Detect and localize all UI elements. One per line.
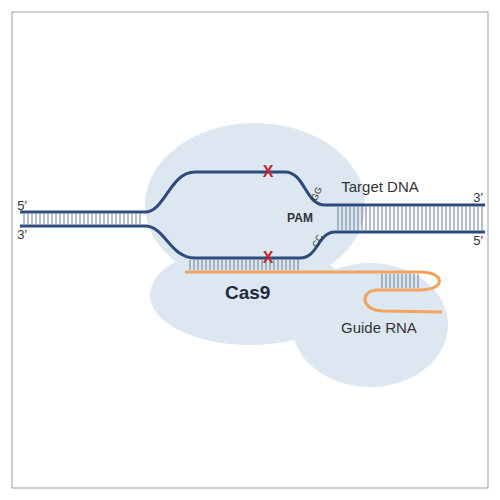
base-pair [88, 214, 89, 224]
strand-end: 5′ [17, 199, 27, 212]
base-pair [36, 214, 37, 224]
base-pair [450, 207, 451, 230]
blob-lobe [292, 263, 448, 387]
strand-end: 3′ [473, 191, 483, 204]
base-pair [116, 214, 117, 224]
base-pair [378, 207, 379, 230]
base-pair [438, 207, 439, 230]
base-pair [96, 214, 97, 224]
base-pair [366, 207, 367, 230]
base-pair [402, 207, 403, 230]
base-pair [482, 207, 483, 230]
base-pair [466, 207, 467, 230]
base-pair [446, 207, 447, 230]
base-pair [462, 207, 463, 230]
base-pair [80, 214, 81, 224]
base-pair [394, 207, 395, 230]
base-pair [52, 214, 53, 224]
base-pair [120, 214, 121, 224]
base-pair [24, 214, 25, 224]
rna-name: Guide RNA [341, 320, 417, 337]
base-pair [92, 214, 93, 224]
base-pair [104, 214, 105, 224]
pam-label: PAM [287, 212, 313, 224]
base-pair [386, 207, 387, 230]
frame-border [12, 12, 488, 488]
base-pair [370, 207, 371, 230]
base-pair [68, 214, 69, 224]
base-pair [430, 207, 431, 230]
base-pair [442, 207, 443, 230]
base-pair [40, 214, 41, 224]
cut-site: X [263, 250, 274, 266]
base-pair [72, 214, 73, 224]
strand-end: 5′ [473, 234, 483, 247]
base-pair [32, 214, 33, 224]
base-pair [56, 214, 57, 224]
cas9-protein-blob: Cas9Guide RNA [145, 120, 450, 390]
base-pair [136, 214, 137, 224]
base-pair [390, 207, 391, 230]
base-pair [454, 207, 455, 230]
base-pair [474, 207, 475, 230]
base-pair [48, 214, 49, 224]
base-pair [406, 207, 407, 230]
base-pair [410, 207, 411, 230]
base-pair [128, 214, 129, 224]
base-pair [434, 207, 435, 230]
base-pair [64, 214, 65, 224]
base-pair [132, 214, 133, 224]
base-pair [28, 214, 29, 224]
base-pair [374, 207, 375, 230]
base-pair [124, 214, 125, 224]
base-pair [112, 214, 113, 224]
base-pair [398, 207, 399, 230]
blob-outline [145, 120, 450, 390]
base-pair [422, 207, 423, 230]
base-pair [84, 214, 85, 224]
protein-name: Cas9 [225, 283, 270, 304]
base-pair [60, 214, 61, 224]
base-pair [76, 214, 77, 224]
base-pair [470, 207, 471, 230]
base-pair [414, 207, 415, 230]
base-pair [100, 214, 101, 224]
strand-end: 3′ [17, 228, 27, 241]
base-pair [478, 207, 479, 230]
base-pair [418, 207, 419, 230]
dna-label: Target DNA [341, 179, 419, 194]
base-pair [382, 207, 383, 230]
base-pair [108, 214, 109, 224]
cut-site: X [263, 164, 274, 180]
base-pair [458, 207, 459, 230]
base-pair [140, 214, 141, 224]
base-pair [44, 214, 45, 224]
base-pair [426, 207, 427, 230]
